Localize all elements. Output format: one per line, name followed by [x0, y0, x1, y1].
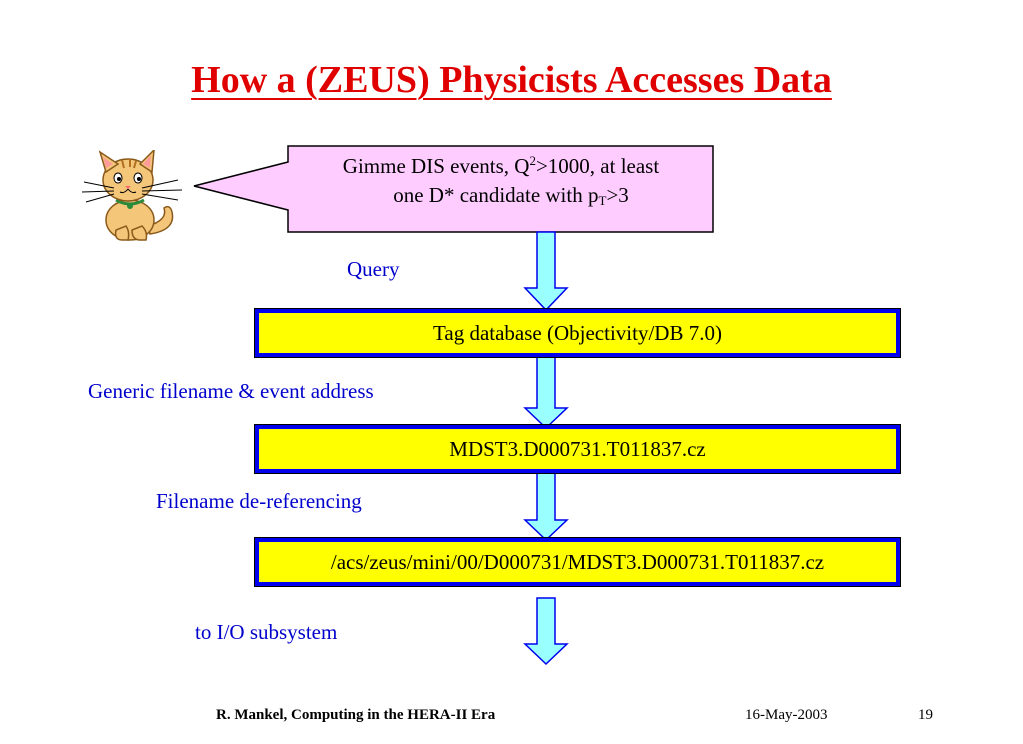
- box-full-path-text: /acs/zeus/mini/00/D000731/MDST3.D000731.…: [330, 549, 825, 574]
- box-mdst-filename-text: MDST3.D000731.T011837.cz: [449, 436, 706, 461]
- label-io-subsystem: to I/O subsystem: [195, 620, 338, 644]
- label-query: Query: [347, 257, 400, 281]
- bubble-line-1: Gimme DIS events, Q2>1000, at least: [343, 154, 659, 178]
- box-tag-database: Tag database (Objectivity/DB 7.0): [254, 308, 901, 358]
- speech-bubble-text: Gimme DIS events, Q2>1000, at least one …: [290, 152, 712, 210]
- bubble-line-1-a: Gimme DIS events, Q: [342, 154, 530, 178]
- arrow-generic: [523, 356, 569, 430]
- bubble-line-2-b: >3: [606, 183, 629, 207]
- slide-title: How a (ZEUS) Physicists Accesses Data: [191, 59, 832, 101]
- bubble-line-2: one D* candidate with pT>3: [290, 181, 712, 210]
- label-filename-dereferencing: Filename de-referencing: [156, 489, 362, 513]
- arrow-io: [523, 597, 569, 666]
- cat-mascot-icon: [81, 150, 183, 241]
- bubble-superscript: 2: [529, 153, 536, 168]
- box-full-path: /acs/zeus/mini/00/D000731/MDST3.D000731.…: [254, 537, 901, 587]
- footer-date: 16-May-2003: [745, 707, 828, 723]
- bubble-line-1-b: >1000, at least: [535, 154, 660, 178]
- arrow-query: [523, 231, 569, 312]
- footer-page-number: 19: [918, 707, 933, 723]
- box-mdst-filename: MDST3.D000731.T011837.cz: [254, 424, 901, 474]
- label-generic-filename: Generic filename & event address: [88, 379, 374, 403]
- footer-author: R. Mankel, Computing in the HERA-II Era: [216, 707, 496, 723]
- bubble-subscript: T: [598, 193, 607, 208]
- box-tag-database-text: Tag database (Objectivity/DB 7.0): [433, 320, 722, 345]
- bubble-line-2-a: one D* candidate with p: [393, 183, 599, 207]
- arrow-deref: [523, 471, 569, 542]
